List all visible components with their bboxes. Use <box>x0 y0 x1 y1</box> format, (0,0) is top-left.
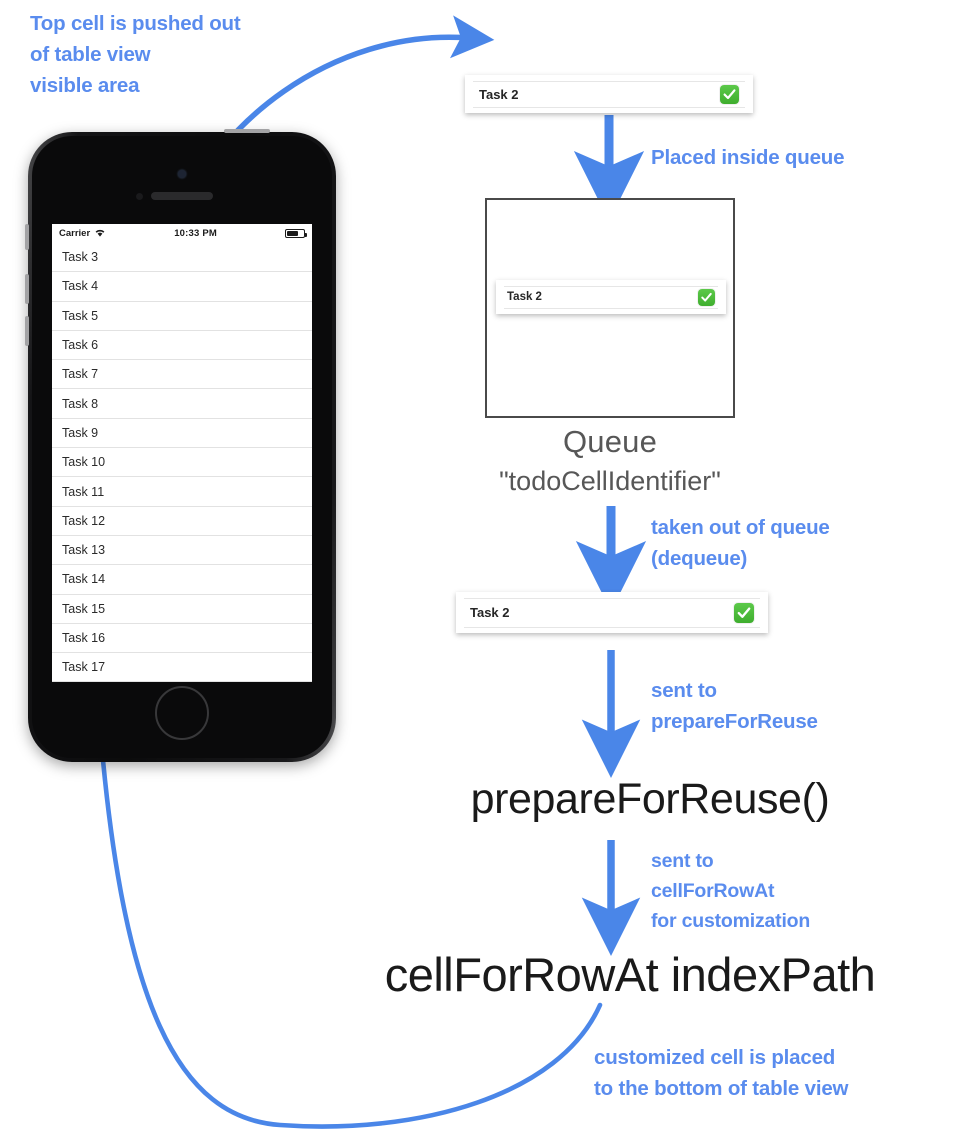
cell-separator-bottom <box>504 308 718 309</box>
cell-separator-top <box>473 81 745 82</box>
task-cell-in-queue[interactable]: Task 2 <box>496 280 726 314</box>
wifi-icon <box>94 228 106 240</box>
checkbox-checked-icon <box>734 602 754 623</box>
task-cell-label: Task 2 <box>507 291 542 303</box>
table-row-label: Task 3 <box>62 250 99 265</box>
earpiece-speaker-icon <box>151 192 213 200</box>
table-row-label: Task 4 <box>62 279 99 294</box>
checkbox-checked-icon <box>698 288 715 306</box>
queue-identifier-label: "todoCellIdentifier" <box>499 466 721 496</box>
table-row-label: Task 7 <box>62 367 99 382</box>
carrier-label: Carrier <box>59 228 91 239</box>
table-view[interactable]: Task 3 Task 4 Task 5 Task 6 Task 7 Task 8 Task… <box>52 243 312 682</box>
power-button[interactable] <box>224 129 270 133</box>
table-row-label: Task 16 <box>62 631 106 645</box>
checkmark-icon[interactable] <box>698 288 715 306</box>
table-row[interactable]: Task 5 <box>52 302 312 331</box>
table-row-label: Task 6 <box>62 338 99 353</box>
table-row[interactable]: Task 15 <box>52 595 312 624</box>
table-row-label: Task 12 <box>62 513 106 528</box>
home-button[interactable] <box>155 686 209 740</box>
annotation-placed-inside-queue: Placed inside queue <box>651 146 845 169</box>
checkbox-checked-icon <box>720 84 739 104</box>
phone-screen: Carrier 10:33 PM <box>52 224 312 682</box>
table-row[interactable]: Task 7 <box>52 360 312 390</box>
table-row[interactable]: Task 3 <box>52 243 312 273</box>
status-bar-time: 10:33 PM <box>174 228 217 239</box>
task-cell-label: Task 2 <box>470 605 510 620</box>
status-bar-right <box>285 229 307 238</box>
volume-up-button[interactable] <box>25 274 29 304</box>
proximity-sensor-icon <box>136 193 143 200</box>
table-row-label: Task 5 <box>62 308 99 323</box>
volume-down-button[interactable] <box>25 316 29 346</box>
heading-prepare-for-reuse: prepareForReuse() <box>470 775 830 823</box>
cell-separator-bottom <box>464 627 760 628</box>
task-cell-top[interactable]: Task 2 <box>465 75 753 113</box>
table-row[interactable]: Task 11 <box>52 477 312 507</box>
annotation-sent-to-cellforrowat: sent to cellForRowAt for customization <box>651 850 811 932</box>
table-row-label: Task 10 <box>62 455 106 470</box>
table-row[interactable]: Task 17 <box>52 653 312 682</box>
table-row-label: Task 14 <box>62 572 106 587</box>
queue-title: Queue <box>562 424 658 459</box>
silent-switch[interactable] <box>25 224 29 250</box>
checkmark-icon[interactable] <box>720 84 739 104</box>
table-row[interactable]: Task 9 <box>52 419 312 449</box>
front-camera-icon <box>178 170 186 178</box>
arrow-back-to-tableview <box>77 672 603 1129</box>
task-cell-label: Task 2 <box>479 86 519 102</box>
annotation-taken-out-of-queue: taken out of queue (dequeue) <box>651 516 830 570</box>
table-row[interactable]: Task 10 <box>52 448 312 478</box>
table-row[interactable]: Task 16 <box>52 624 312 654</box>
table-row-label: Task 8 <box>62 396 99 411</box>
annotation-customized-cell-placed: customized cell is placed to the bottom … <box>594 1046 849 1100</box>
table-row[interactable]: Task 13 <box>52 536 312 566</box>
table-row-label: Task 17 <box>62 660 106 675</box>
table-row-label: Task 9 <box>62 425 99 440</box>
checkmark-icon[interactable] <box>734 602 754 623</box>
table-row[interactable]: Task 12 <box>52 507 312 536</box>
task-cell-dequeued[interactable]: Task 2 <box>456 592 768 633</box>
status-bar: Carrier 10:33 PM <box>52 224 312 243</box>
table-row-label: Task 13 <box>62 543 106 558</box>
cell-separator-bottom <box>473 107 745 108</box>
phone-bezel: Carrier 10:33 PM <box>32 136 332 758</box>
battery-fill <box>287 231 298 236</box>
annotation-sent-to-preparereuse: sent to prepareForReuse <box>651 679 818 733</box>
table-row-label: Task 15 <box>62 601 106 616</box>
cell-separator-top <box>504 286 718 287</box>
table-row[interactable]: Task 4 <box>52 272 312 302</box>
cell-separator-top <box>464 598 760 599</box>
annotation-pushed-out: Top cell is pushed out of table view vis… <box>30 12 241 97</box>
table-row[interactable]: Task 8 <box>52 389 312 419</box>
battery-icon <box>285 229 307 238</box>
table-row[interactable]: Task 6 <box>52 331 312 361</box>
table-row-label: Task 11 <box>62 484 105 499</box>
iphone-mockup: Carrier 10:33 PM <box>25 129 336 762</box>
heading-cell-for-row-at: cellForRowAt indexPath <box>384 948 876 1001</box>
status-bar-left: Carrier <box>59 228 106 240</box>
table-row[interactable]: Task 14 <box>52 565 312 595</box>
